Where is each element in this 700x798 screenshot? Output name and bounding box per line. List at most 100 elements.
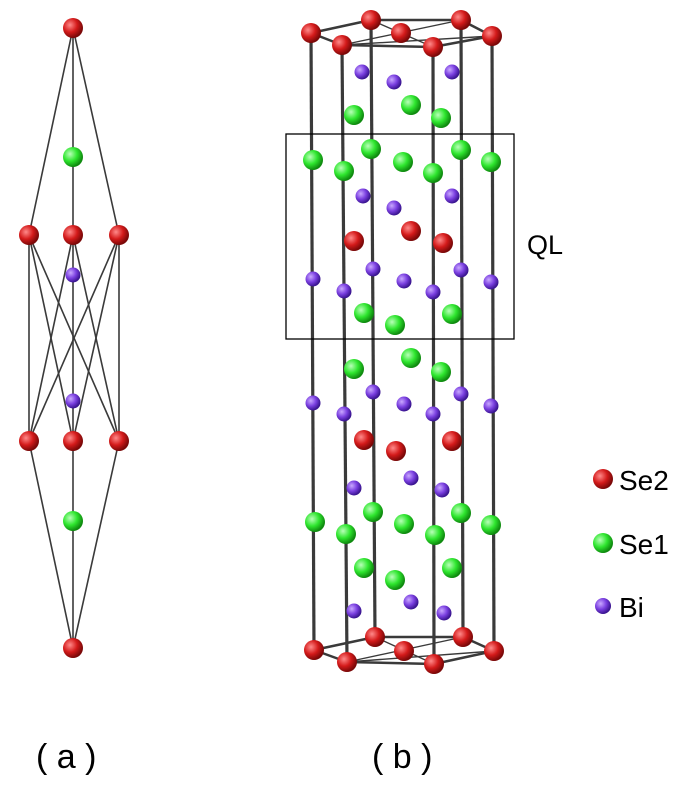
atom-se1 xyxy=(394,514,414,534)
atom-se2 xyxy=(394,641,414,661)
atom-bi xyxy=(396,396,412,412)
panel-a-rhombohedral-cell xyxy=(19,18,129,658)
panel-a-bond xyxy=(28,234,74,442)
atom-se2 xyxy=(63,638,83,658)
atom-bi xyxy=(483,398,499,414)
panel-b-bottom-edge xyxy=(346,660,435,666)
panel-b-vertical-edge xyxy=(309,32,316,651)
atom-se2 xyxy=(482,26,502,46)
panel-b-vertical-edge xyxy=(490,35,496,652)
atom-se2 xyxy=(361,10,381,30)
atom-se1 xyxy=(442,558,462,578)
atom-se2 xyxy=(423,37,443,57)
atom-se2 xyxy=(401,221,421,241)
atom-se1 xyxy=(305,512,325,532)
legend-label-bi: Bi xyxy=(619,592,644,623)
panel-b-caption: ( b ) xyxy=(372,738,432,776)
atom-se2 xyxy=(453,627,473,647)
atom-se1 xyxy=(425,525,445,545)
atom-se1 xyxy=(385,570,405,590)
atom-bi xyxy=(305,271,321,287)
atom-se2 xyxy=(109,225,129,245)
atom-bi xyxy=(483,274,499,290)
atom-bi xyxy=(425,284,441,300)
panel-b-vertical-edge xyxy=(431,46,436,665)
panel-b-frame xyxy=(309,18,496,666)
atom-se1 xyxy=(344,105,364,125)
legend-item-se1: Se1 xyxy=(593,529,669,560)
atom-bi xyxy=(403,470,419,486)
atom-se1 xyxy=(303,150,323,170)
atom-se1 xyxy=(481,515,501,535)
atom-se1 xyxy=(336,524,356,544)
legend-label-se1: Se1 xyxy=(619,529,669,560)
atom-se1 xyxy=(451,503,471,523)
atom-se1 xyxy=(354,558,374,578)
panel-a-bond xyxy=(28,234,120,442)
atom-se1 xyxy=(442,304,462,324)
panel-a-atoms xyxy=(19,18,129,658)
atom-se1 xyxy=(334,161,354,181)
atom-se1 xyxy=(363,502,383,522)
legend-item-bi: Bi xyxy=(595,592,644,623)
atom-bi xyxy=(355,188,371,204)
panel-a-bonds xyxy=(28,27,120,649)
panel-b-top-diagonal xyxy=(310,19,372,34)
panel-b-top-edge xyxy=(432,34,493,49)
panel-b-bottom-diagonal xyxy=(313,636,376,651)
atom-se2 xyxy=(109,431,129,451)
atom-bi xyxy=(436,605,452,621)
panel-b-vertical-edge xyxy=(459,19,465,638)
atom-se1 xyxy=(431,362,451,382)
atom-se1 xyxy=(401,95,421,115)
atom-se1 xyxy=(451,140,471,160)
legend-item-se2: Se2 xyxy=(593,465,669,496)
atom-bi xyxy=(65,267,81,283)
atom-se2 xyxy=(365,627,385,647)
legend-label-se2: Se2 xyxy=(619,465,669,496)
atom-se2 xyxy=(19,431,39,451)
atom-se1 xyxy=(423,163,443,183)
atom-se1 xyxy=(63,147,83,167)
atom-bi xyxy=(65,393,81,409)
legend-swatch-se2 xyxy=(593,469,613,489)
atom-se2 xyxy=(332,35,352,55)
atom-se2 xyxy=(63,225,83,245)
atom-se2 xyxy=(442,431,462,451)
atom-se1 xyxy=(401,348,421,368)
atom-se1 xyxy=(393,152,413,172)
atom-bi xyxy=(434,482,450,498)
legend-swatch-se1 xyxy=(593,533,613,553)
atom-bi xyxy=(346,480,362,496)
atom-bi xyxy=(336,406,352,422)
panel-b-bottom-diagonal xyxy=(346,650,495,663)
legend: Se2 Se1 Bi xyxy=(593,465,669,623)
panel-a-bond xyxy=(72,440,120,649)
panel-a-bond xyxy=(28,440,74,649)
panel-a-bond xyxy=(72,234,120,442)
atom-se2 xyxy=(63,18,83,38)
atom-bi xyxy=(453,262,469,278)
atom-se2 xyxy=(19,225,39,245)
legend-swatch-bi xyxy=(595,598,611,614)
panel-b-vertical-edge xyxy=(340,44,349,663)
atom-bi xyxy=(336,283,352,299)
atom-bi xyxy=(305,395,321,411)
atom-bi xyxy=(386,74,402,90)
atom-se2 xyxy=(451,10,471,30)
atom-bi xyxy=(354,64,370,80)
panel-a-bond xyxy=(28,27,74,236)
atom-bi xyxy=(425,406,441,422)
atom-bi xyxy=(365,384,381,400)
quintuple-layer-label: QL xyxy=(527,230,563,260)
atom-bi xyxy=(386,200,402,216)
atom-se2 xyxy=(337,652,357,672)
atom-se1 xyxy=(431,108,451,128)
atom-se2 xyxy=(433,233,453,253)
atom-bi xyxy=(444,188,460,204)
atom-bi xyxy=(403,594,419,610)
atom-se2 xyxy=(304,640,324,660)
atom-se2 xyxy=(344,231,364,251)
atom-se2 xyxy=(354,430,374,450)
